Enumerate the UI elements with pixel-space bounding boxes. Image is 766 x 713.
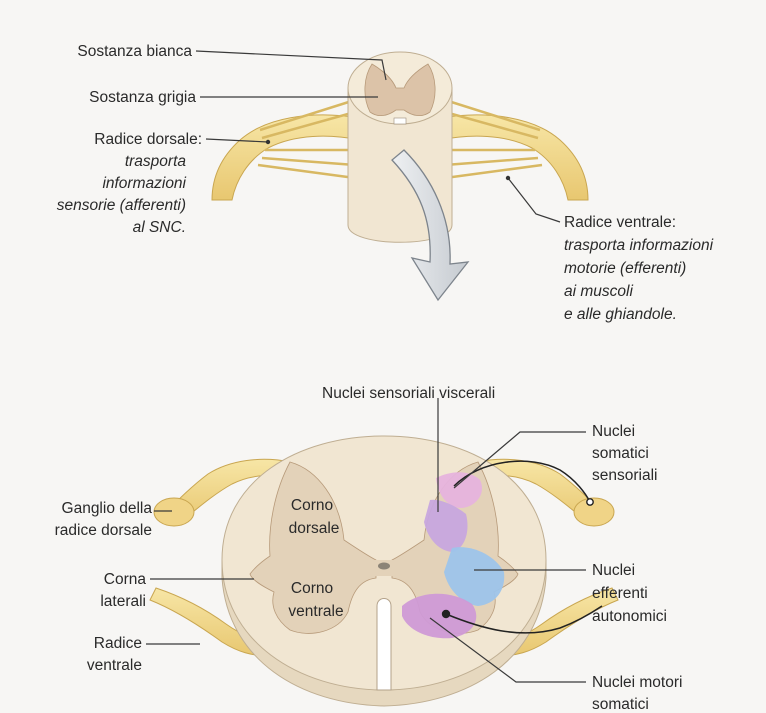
label-somatic-sensory-line2: somatici [592,445,649,462]
right-dorsal-ganglion [574,498,614,526]
label-autonomic-line3: autonomici [592,608,667,625]
central-canal [394,118,406,124]
label-ventral-horn-line1: Corno [291,580,333,597]
ventral-median-fissure [377,599,391,691]
label-dorsal-ganglion-line2: radice dorsale [55,522,152,539]
label-ventral-root-line4: e alle ghiandole. [564,306,677,323]
label-dorsal-root-line1: trasporta [125,153,187,170]
label-somatic-sensory-line3: sensoriali [592,467,657,484]
label-ventral-horn-line2: ventrale [288,603,343,620]
label-dorsal-root-line3: sensorie (afferenti) [57,197,186,214]
label-ventral-root-title: Radice ventrale: [564,214,676,231]
label-autonomic-line2: efferenti [592,585,648,602]
label-gray-matter: Sostanza grigia [89,89,196,106]
label-lateral-horns-line1: Corna [104,571,147,588]
label-somatic-sensory-line1: Nuclei [592,423,635,440]
motor-neuron-cell-body [442,610,450,618]
label-dorsal-ganglion-line1: Ganglio della [62,500,153,517]
label-ventral-root-line3: ai muscoli [564,283,633,300]
label-dorsal-root-title: Radice dorsale: [94,131,202,148]
label-autonomic-line1: Nuclei [592,562,635,579]
label-ventral-root-line1: trasporta informazioni [564,237,714,254]
top-spinal-cord-segment [212,52,588,242]
label-ventral-root-bottom-line1: Radice [94,635,142,652]
label-dorsal-root-line2: informazioni [102,175,186,192]
label-dorsal-horn-line2: dorsale [289,520,340,537]
left-spinal-nerve [212,115,360,200]
label-somatic-motor-line1: Nuclei motori [592,674,682,691]
dot-ventral-root [506,176,510,180]
label-somatic-motor-line2: somatici [592,696,649,713]
label-dorsal-horn-line1: Corno [291,497,333,514]
sensory-neuron-cell-body [587,499,593,505]
right-spinal-nerve [440,115,588,200]
bottom-central-canal [378,563,390,570]
label-white-matter: Sostanza bianca [77,43,192,60]
label-lateral-horns-line2: laterali [100,593,146,610]
leader-ventral-root [508,178,560,222]
label-dorsal-root-line4: al SNC. [133,219,186,236]
bottom-cross-section [150,436,618,706]
left-dorsal-ganglion [154,498,194,526]
dot-dorsal-root [266,140,270,144]
label-ventral-root-line2: motorie (efferenti) [564,260,686,277]
label-visceral-sensory-nuclei: Nuclei sensoriali viscerali [322,385,495,402]
label-ventral-root-bottom-line2: ventrale [87,657,142,674]
